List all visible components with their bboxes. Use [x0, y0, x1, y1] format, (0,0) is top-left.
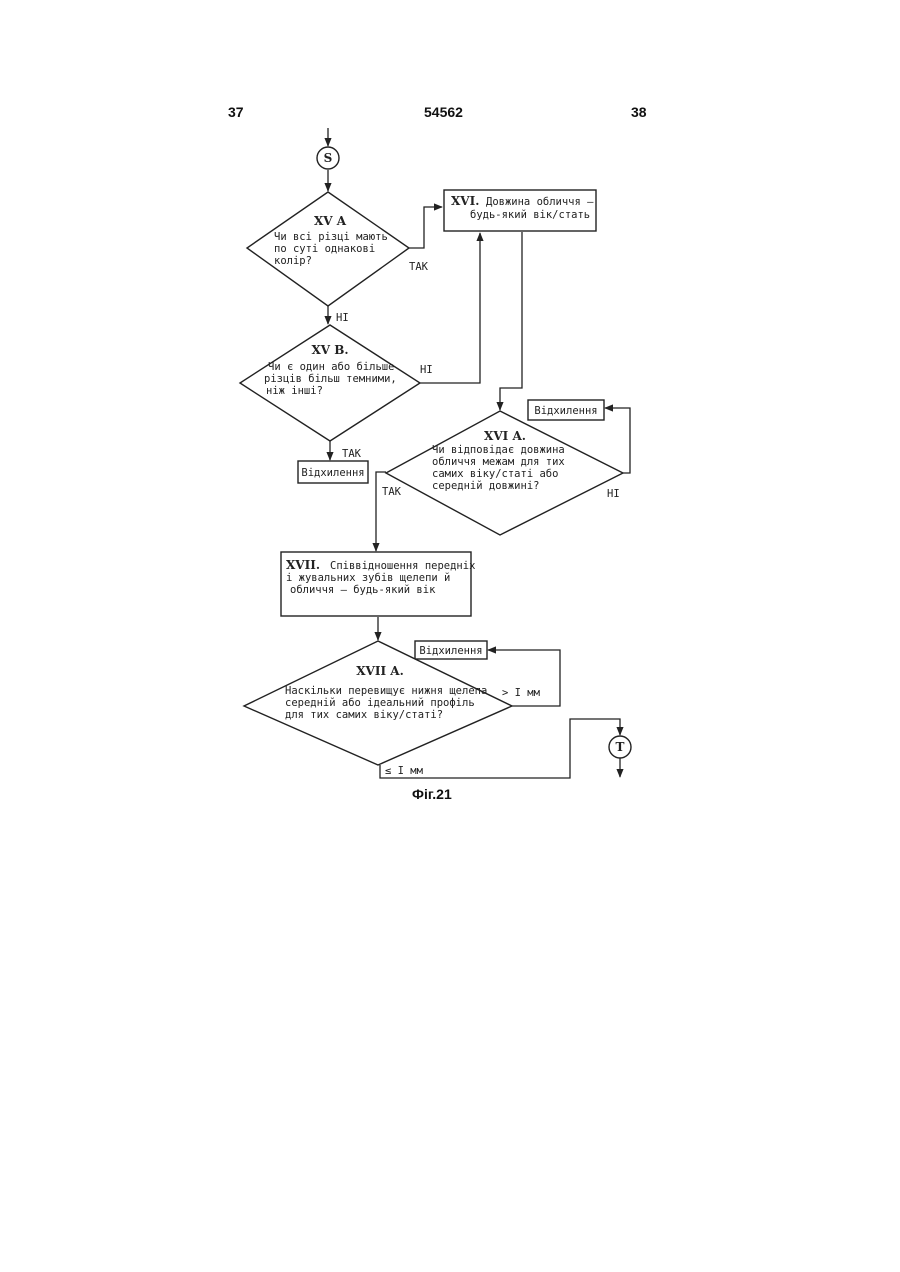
figure-caption: Фіг.21 [412, 786, 452, 802]
edge-xv-b-no [420, 233, 480, 383]
xvii-a-gt-label: > I мм [502, 687, 541, 699]
end-label: T [616, 740, 625, 754]
xv-a-line-1: Чи всі різці мають [274, 231, 388, 243]
xv-b-no-label: НІ [420, 364, 433, 376]
start-label: S [324, 151, 333, 165]
xvi-a-title: XVI A. [484, 429, 526, 443]
xvii-a-title: XVII A. [356, 664, 404, 678]
deviation-3-label: Відхилення [419, 645, 482, 657]
xvi-a-line-2: обличчя межам для тих [432, 456, 565, 468]
xvi-a-line-3: самих віку/статі або [432, 468, 558, 480]
xvi-line-2: будь-який вік/стать [470, 209, 590, 221]
xvii-line-3: обличчя – будь-який вік [290, 584, 436, 596]
edge-xv-a-yes [409, 207, 442, 248]
xv-b-line-2: різців більш темними, [264, 373, 397, 385]
xvi-line-1: Довжина обличчя – [486, 196, 594, 208]
xvi-a-yes-label: ТАК [382, 486, 402, 498]
xv-b-title: XV B. [311, 343, 348, 357]
xvi-a-line-4: середній довжині? [432, 480, 539, 492]
xvi-title: XVI. [451, 194, 479, 208]
xv-a-line-3: колір? [274, 255, 312, 267]
xvii-title: XVII. [286, 558, 320, 572]
xvi-a-no-label: НІ [607, 488, 620, 500]
xvii-a-le-label: ≤ I мм [385, 765, 424, 777]
edge-xvi-to-xvi-a [500, 232, 522, 410]
xvii-a-line-1: Наскільки перевищує нижня щелепа [285, 685, 487, 697]
xvii-line-2: і жувальних зубів щелепи й [286, 572, 450, 584]
edge-xvi-a-yes [376, 472, 386, 551]
xvii-a-line-3: для тих самих віку/статі? [285, 709, 443, 721]
xv-a-title: XV A [314, 214, 347, 228]
xv-a-line-2: по суті однакові [274, 243, 375, 255]
xv-a-yes-label: ТАК [409, 261, 429, 273]
xv-b-line-1: Чи є один або більше [268, 361, 394, 373]
xv-b-line-3: ніж інші? [266, 385, 323, 397]
xv-b-yes-label: ТАК [342, 448, 362, 460]
deviation-2-label: Відхилення [534, 405, 597, 417]
edge-xvi-a-no [605, 408, 630, 473]
xvi-a-line-1: Чи відповідає довжина [432, 444, 565, 456]
xv-a-no-label: НІ [336, 312, 349, 324]
xvii-line-1: Співвідношення передніх [330, 560, 475, 572]
deviation-1-label: Відхилення [301, 467, 364, 479]
xvii-a-line-2: середній або ідеальний профіль [285, 697, 475, 709]
